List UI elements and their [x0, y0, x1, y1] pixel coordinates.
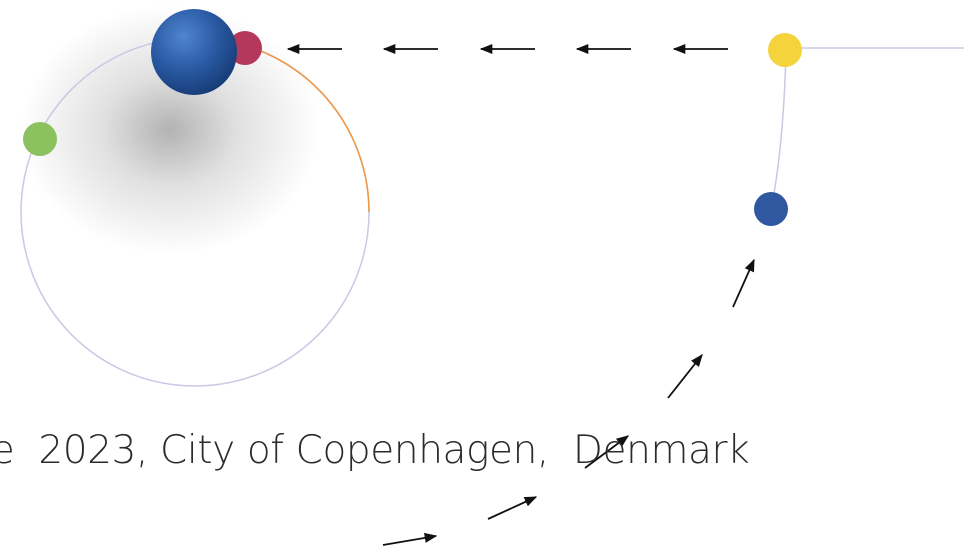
arrow: [667, 354, 703, 399]
diagonal-arrow-path: [382, 258, 755, 546]
arrow: [382, 532, 438, 546]
orbit-highlight-arc: [249, 46, 370, 213]
arrow: [584, 435, 630, 469]
caption-text: re 2023, City of Copenhagen, Denmark: [0, 428, 750, 473]
sphere-shadow: [20, 5, 320, 255]
arrow: [732, 258, 755, 308]
large-sphere: [151, 9, 237, 95]
blue-node: [754, 192, 788, 226]
yellow-node: [768, 33, 802, 67]
green-node: [23, 122, 57, 156]
arrow: [487, 496, 538, 520]
yellow-to-blue-curve: [771, 49, 787, 206]
